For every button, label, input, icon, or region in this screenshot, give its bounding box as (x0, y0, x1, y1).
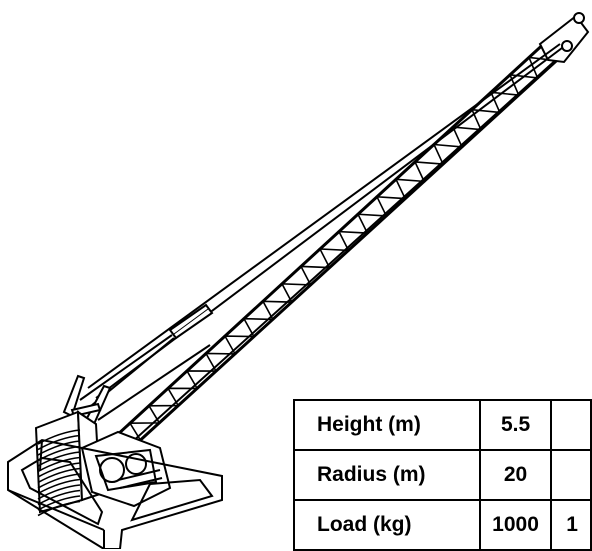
height-label: Height (m) (293, 399, 481, 451)
pendant-lines (87, 43, 563, 399)
table-row: Height (m) 5.5 (293, 399, 592, 451)
boom-tip-head (538, 12, 590, 64)
base-platform (7, 438, 223, 549)
lattice-boom (90, 38, 568, 471)
table-row: Load (kg) 1000 1 (293, 499, 592, 551)
radius-label: Radius (m) (293, 449, 481, 501)
load-extra: 1 (550, 499, 592, 551)
height-value: 5.5 (478, 399, 553, 451)
radius-extra (550, 449, 592, 501)
height-extra (550, 399, 592, 451)
radius-value: 20 (478, 449, 553, 501)
load-value: 1000 (478, 499, 553, 551)
specification-table: Height (m) 5.5 Radius (m) 20 Load (kg) 1… (293, 399, 592, 551)
load-label: Load (kg) (293, 499, 481, 551)
table-row: Radius (m) 20 (293, 449, 592, 501)
pendant-housing (168, 303, 214, 340)
